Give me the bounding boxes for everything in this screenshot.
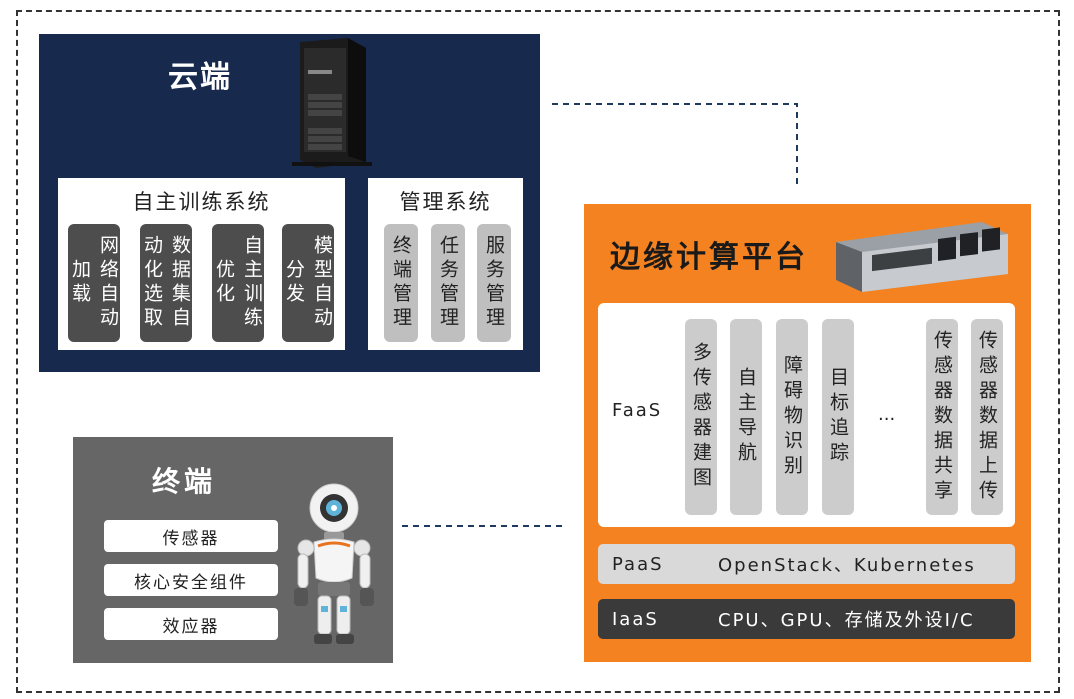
training-item-dataset-selection: 数据集自动化选取	[140, 224, 192, 342]
cloud-title: 云端	[168, 60, 232, 95]
paas-label: PaaS	[612, 553, 664, 575]
management-item-terminal: 终端管理	[384, 224, 418, 342]
faas-label: FaaS	[612, 400, 663, 421]
terminal-title: 终端	[152, 465, 217, 498]
management-item-service: 服务管理	[477, 224, 511, 342]
terminal-item-actuator: 效应器	[104, 608, 278, 640]
edge-title: 边缘计算平台	[610, 240, 808, 275]
faas-item-obstacle-recognition: 障碍物识别	[776, 319, 808, 515]
iaas-label: IaaS	[612, 608, 659, 630]
paas-value: OpenStack、Kubernetes	[718, 555, 976, 576]
paas-row: PaaS OpenStack、Kubernetes	[598, 544, 1015, 584]
outer-dashed-frame	[16, 10, 1060, 693]
server-tower-icon	[292, 38, 372, 168]
robot-icon	[294, 483, 374, 644]
terminal-item-sensor: 传感器	[104, 520, 278, 552]
training-item-model-distribution: 模型自动分发	[282, 224, 334, 342]
faas-item-sensor-data-upload: 传感器数据上传	[971, 319, 1003, 515]
iaas-row: IaaS CPU、GPU、存储及外设I/C	[598, 599, 1015, 639]
faas-item-multisensor-mapping: 多传感器建图	[685, 319, 717, 515]
management-system-heading: 管理系统	[399, 190, 492, 214]
iaas-value: CPU、GPU、存储及外设I/C	[718, 610, 975, 631]
management-item-task: 任务管理	[431, 224, 465, 342]
rack-server-icon	[836, 222, 1008, 292]
training-item-network-autoload: 网络自动加载	[68, 224, 120, 342]
training-item-auto-training: 自主训练优化	[212, 224, 264, 342]
training-system-heading: 自主训练系统	[132, 190, 271, 214]
faas-item-target-tracking: 目标追踪	[822, 319, 854, 515]
faas-ellipsis: ...	[878, 404, 896, 425]
faas-item-autonomous-navigation: 自主导航	[730, 319, 762, 515]
faas-item-sensor-data-sharing: 传感器数据共享	[926, 319, 958, 515]
terminal-item-security-component: 核心安全组件	[104, 564, 278, 596]
